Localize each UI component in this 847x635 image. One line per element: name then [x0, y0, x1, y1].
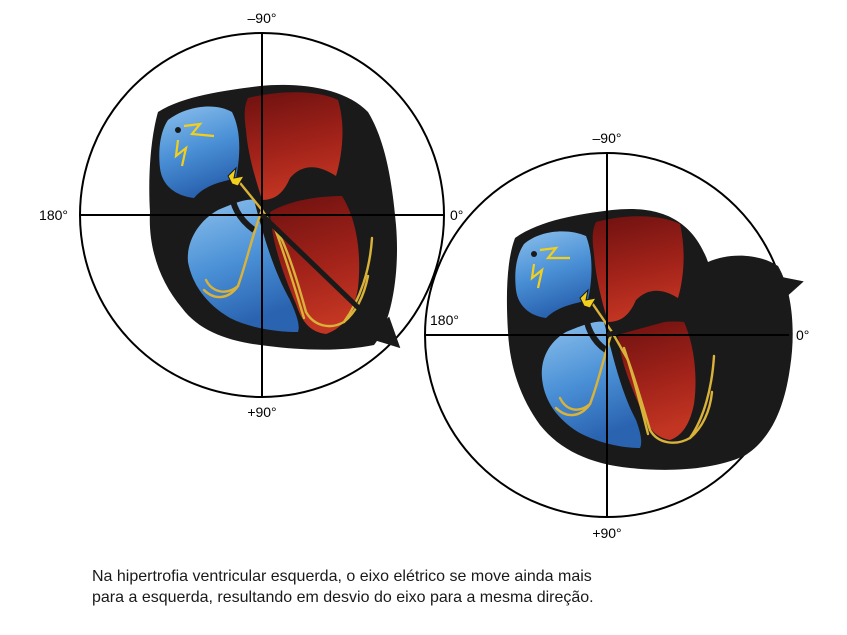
lvh-axis-diagram: –90° 180° 0° +90° — [424, 130, 809, 541]
normal-axis-diagram: –90° 180° 0° +90° — [39, 10, 463, 420]
conduction-fibers — [202, 176, 374, 328]
caption-line-2: para a esquerda, resultando em desvio do… — [92, 589, 594, 606]
caption-line-1: Na hipertrofia ventricular esquerda, o e… — [92, 568, 592, 585]
septum — [228, 175, 343, 233]
label-plus-90: +90° — [247, 404, 276, 420]
label-0: 0° — [450, 207, 463, 223]
left-atrium — [244, 92, 343, 200]
label-180: 180° — [430, 312, 459, 328]
sa-node-spark-icon — [174, 122, 215, 167]
hexaxial-comparison-figure: –90° 180° 0° +90° — [39, 10, 809, 541]
electrical-axis-arrow — [260, 213, 401, 349]
av-node-spark-icon — [227, 166, 246, 187]
label-180: 180° — [39, 207, 68, 223]
figure-caption: Na hipertrofia ventricular esquerda, o e… — [92, 566, 812, 608]
heart-illustration — [149, 84, 398, 350]
electrical-axis-arrow — [606, 274, 804, 338]
heart-illustration — [506, 208, 793, 470]
label-minus-90: –90° — [248, 10, 277, 26]
label-0: 0° — [796, 327, 809, 343]
right-ventricle — [541, 321, 642, 448]
label-plus-90: +90° — [592, 525, 621, 541]
sa-node-spark-icon — [530, 246, 570, 289]
av-node-spark-icon — [579, 288, 598, 309]
left-ventricle — [618, 321, 696, 440]
left-atrium — [592, 216, 684, 322]
conduction-fibers — [554, 298, 716, 444]
label-minus-90: –90° — [593, 130, 622, 146]
